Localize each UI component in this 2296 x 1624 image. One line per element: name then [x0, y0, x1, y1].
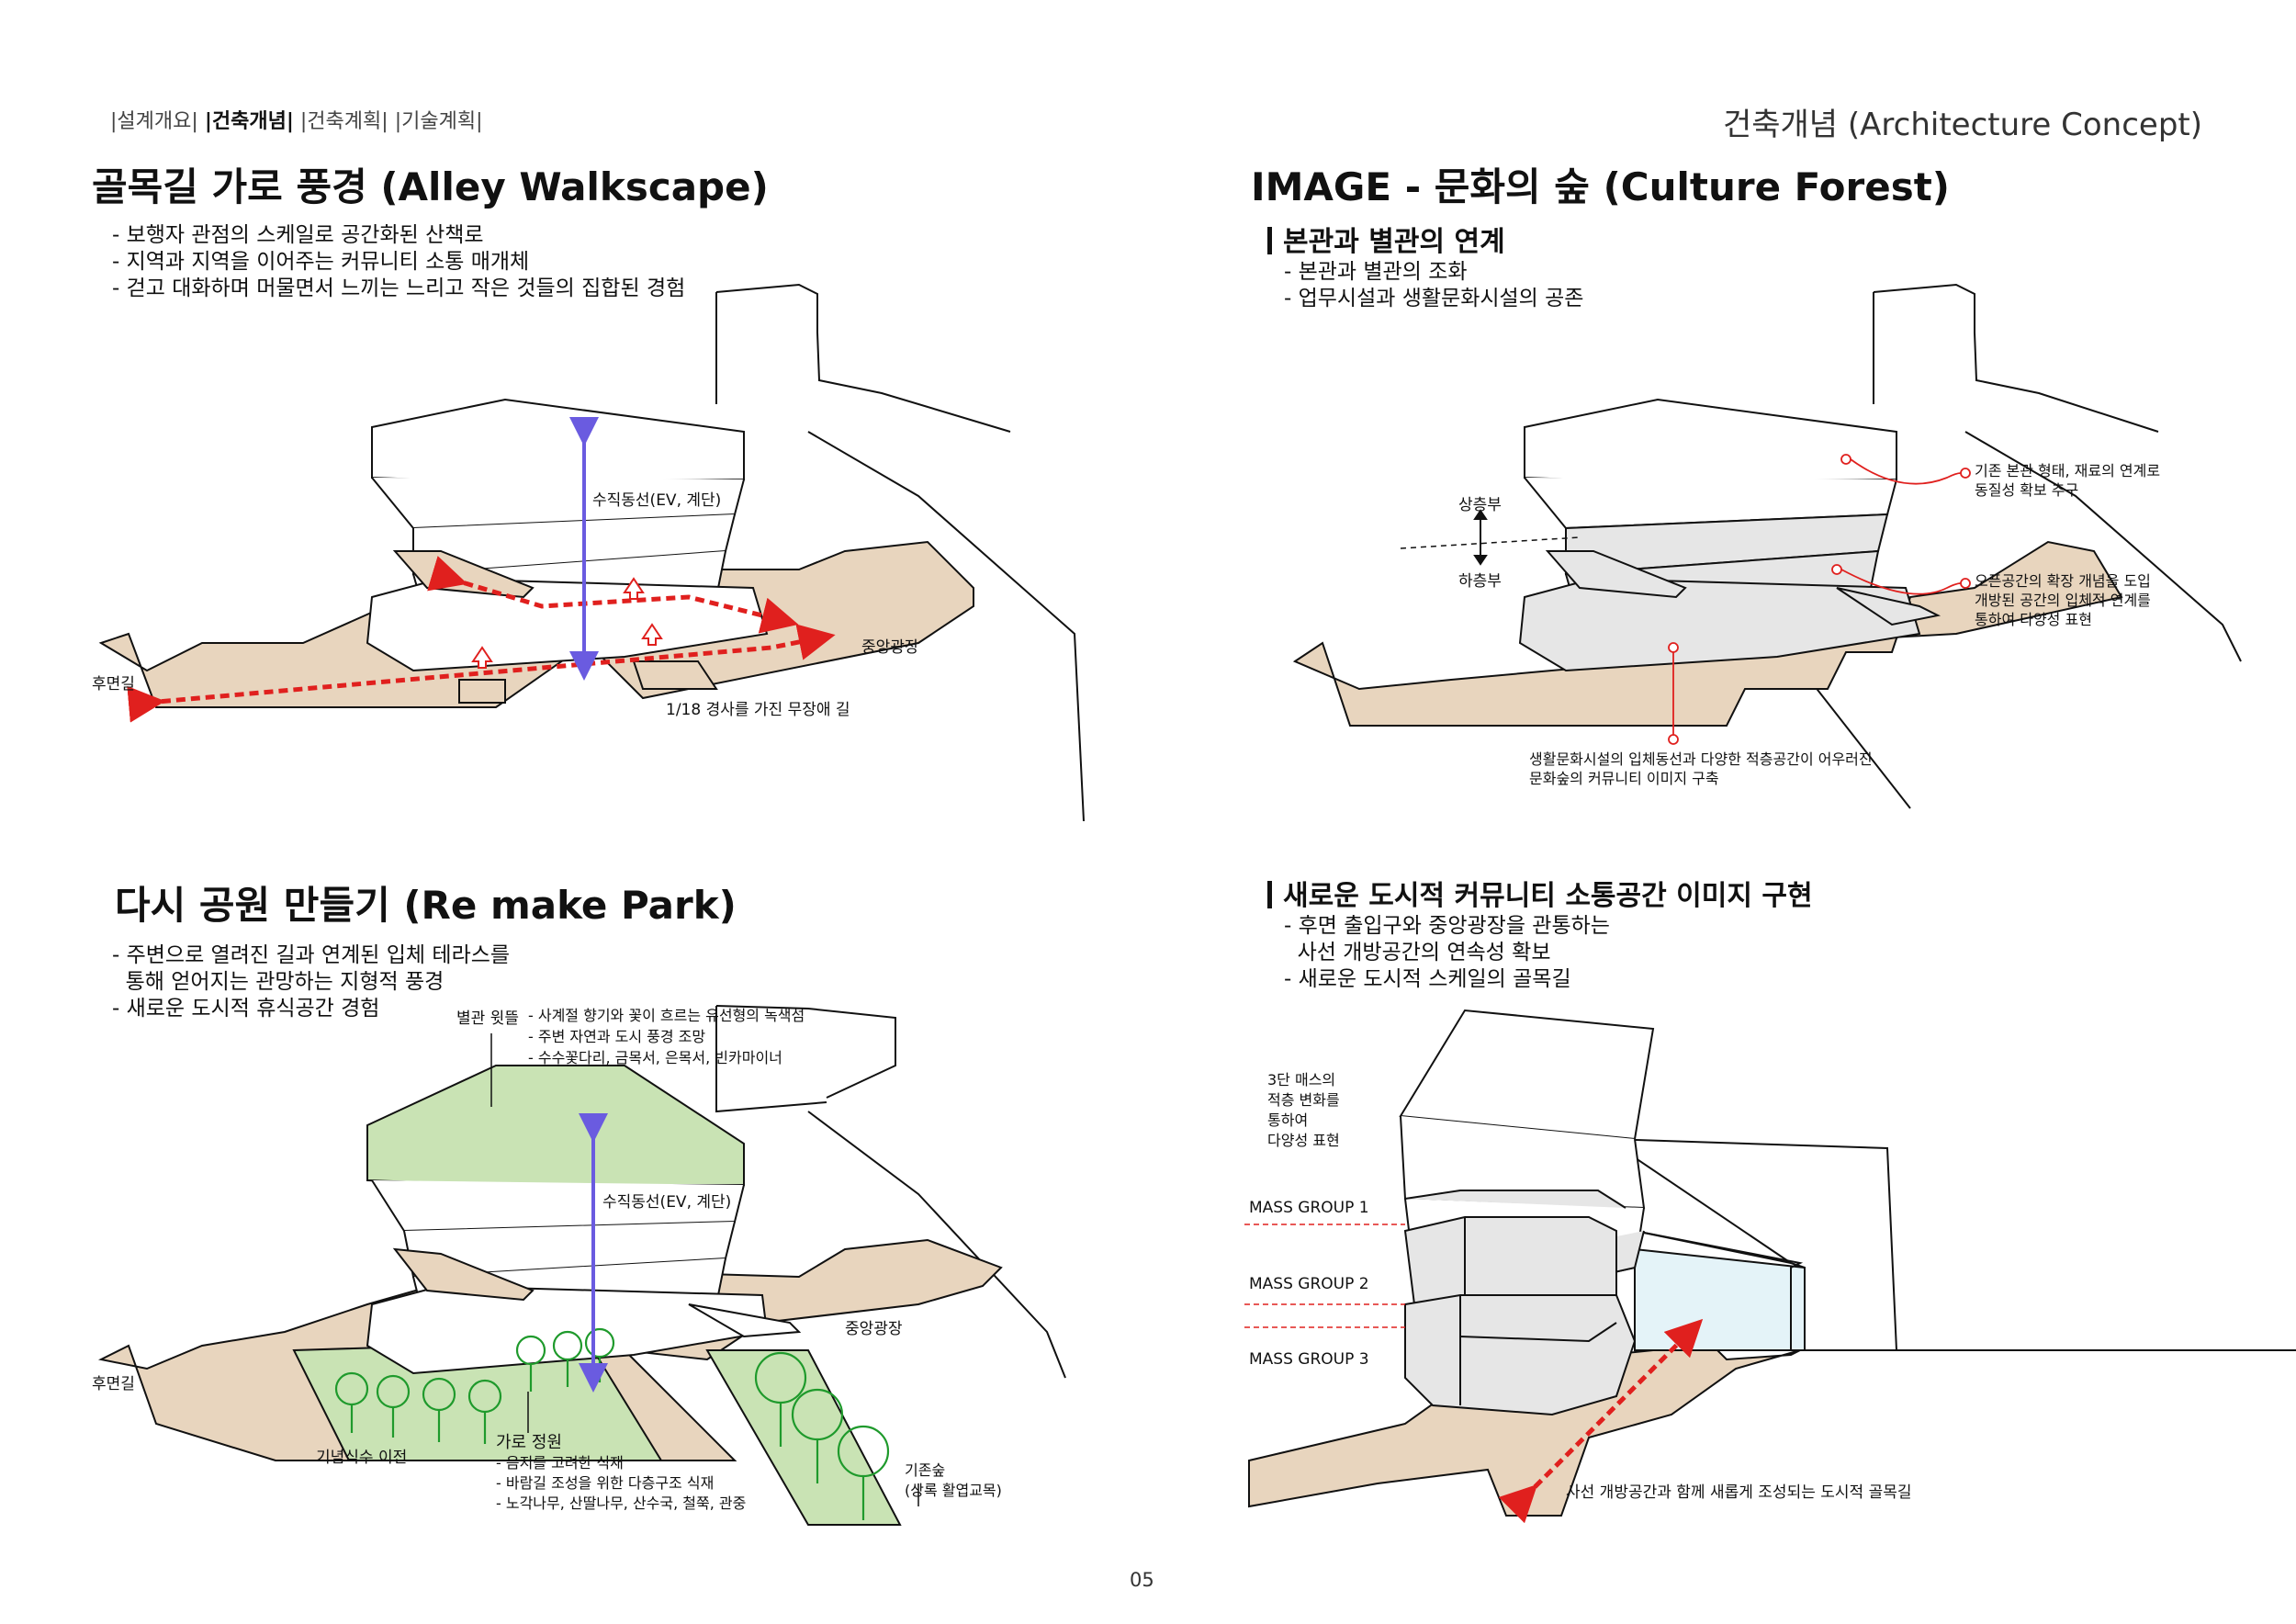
- accent-bar: [1267, 227, 1272, 254]
- mass-group-2-label: MASS GROUP 2: [1249, 1275, 1369, 1293]
- park-vertical-label: 수직동선(EV, 계단): [602, 1193, 732, 1212]
- page-number: 05: [1130, 1569, 1154, 1591]
- alley-diagram: [98, 283, 1085, 822]
- alley-plaza-label: 중앙광장: [861, 638, 919, 657]
- park-backstreet-label: 후면길: [92, 1375, 135, 1393]
- forest-upper-label: 상층부: [1458, 496, 1502, 514]
- alley-vertical-label: 수직동선(EV, 계단): [592, 491, 722, 510]
- forest-title: IMAGE - 문화의 숲 (Culture Forest): [1251, 164, 1950, 209]
- forest-note-2: 오픈공간의 확장 개념을 도입 개방된 공간의 입체적 연계를 통하여 다양성 …: [1975, 572, 2151, 628]
- alley-backstreet-label: 후면길: [92, 675, 135, 694]
- community-mass-note: 3단 매스의 적층 변화를 통하여 다양성 표현: [1267, 1071, 1340, 1149]
- nav-item-planning[interactable]: |건축계획|: [299, 110, 388, 133]
- forest-note-1: 기존 본관 형태, 재료의 연계로 동질성 확보 추구: [1975, 462, 2161, 499]
- community-alley-label: 사선 개방공간과 함께 새롭게 조성되는 도시적 골목길: [1566, 1483, 1912, 1502]
- park-memorial-label: 기념식수 이전: [316, 1449, 408, 1467]
- forest-subtitle: 본관과 별관의 연계: [1267, 219, 1505, 259]
- community-bullet: - 후면 출입구와 중앙광장을 관통하는: [1284, 914, 1610, 938]
- forest-note-3: 생활문화시설의 입체동선과 다양한 적층공간이 어우러진 문화숲의 커뮤니티 이…: [1529, 750, 1873, 787]
- forest-bullet: - 업무시설과 생활문화시설의 공존: [1284, 287, 1584, 310]
- section-heading: 건축개념 (Architecture Concept): [1722, 107, 2202, 143]
- alley-bullet: - 보행자 관점의 스케일로 공간화된 산책로: [112, 223, 484, 247]
- nav-item-technical[interactable]: |기술계획|: [394, 110, 483, 133]
- park-existing-forest: 기존숲 (상록 활엽교목): [905, 1461, 1002, 1499]
- community-bullet: - 새로운 도시적 스케일의 골목길: [1284, 967, 1571, 991]
- community-subtitle: 새로운 도시적 커뮤니티 소통공간 이미지 구현: [1267, 873, 1813, 913]
- park-bullet: 통해 얻어지는 관망하는 지형적 풍경: [112, 970, 445, 994]
- nav-item-concept[interactable]: |건축개념|: [204, 110, 294, 133]
- forest-bullet: - 본관과 별관의 조화: [1284, 260, 1468, 284]
- forest-diagram: [1292, 283, 2242, 809]
- alley-slope-label: 1/18 경사를 가진 무장애 길: [666, 701, 850, 719]
- park-bullet: - 주변으로 열려진 길과 연계된 입체 테라스를: [112, 943, 511, 967]
- alley-bullets: - 보행자 관점의 스케일로 공간화된 산책로 - 지역과 지역을 이어주는 커…: [112, 222, 685, 302]
- nav-item-overview[interactable]: |설계개요|: [110, 110, 198, 133]
- alley-bullet: - 걷고 대화하며 머물면서 느끼는 느리고 작은 것들의 집합된 경험: [112, 276, 686, 300]
- park-diagram: [97, 1005, 1066, 1526]
- mass-group-1-label: MASS GROUP 1: [1249, 1199, 1369, 1217]
- park-plaza-label: 중앙광장: [845, 1320, 903, 1338]
- park-bullets: - 주변으로 열려진 길과 연계된 입체 테라스를 통해 얻어지는 관망하는 지…: [112, 942, 510, 1022]
- park-roof-items: - 사계절 향기와 꽃이 흐르는 유선형의 녹색섬 - 주변 자연과 도시 풍경…: [528, 1007, 805, 1066]
- community-bullet: 사선 개방공간의 연속성 확보: [1284, 941, 1551, 964]
- mass-group-3-label: MASS GROUP 3: [1249, 1350, 1369, 1369]
- alley-bullet: - 지역과 지역을 이어주는 커뮤니티 소통 매개체: [112, 250, 530, 274]
- community-bullets: - 후면 출입구와 중앙광장을 관통하는 사선 개방공간의 연속성 확보 - 새…: [1284, 913, 1610, 993]
- forest-bullets: - 본관과 별관의 조화 - 업무시설과 생활문화시설의 공존: [1284, 259, 1583, 312]
- alley-title: 골목길 가로 풍경 (Alley Walkscape): [92, 164, 769, 209]
- section-nav: |설계개요| |건축개념| |건축계획| |기술계획|: [110, 105, 483, 134]
- accent-bar: [1267, 881, 1272, 908]
- park-roof-title: 별관 윗뜰: [456, 1009, 519, 1028]
- park-title: 다시 공원 만들기 (Re make Park): [115, 883, 737, 928]
- park-street-garden: 가로 정원 - 음지를 고려한 식재 - 바람길 조성을 위한 다층구조 식재 …: [496, 1433, 747, 1512]
- forest-lower-label: 하층부: [1458, 572, 1502, 591]
- park-bullet: - 새로운 도시적 휴식공간 경험: [112, 997, 380, 1021]
